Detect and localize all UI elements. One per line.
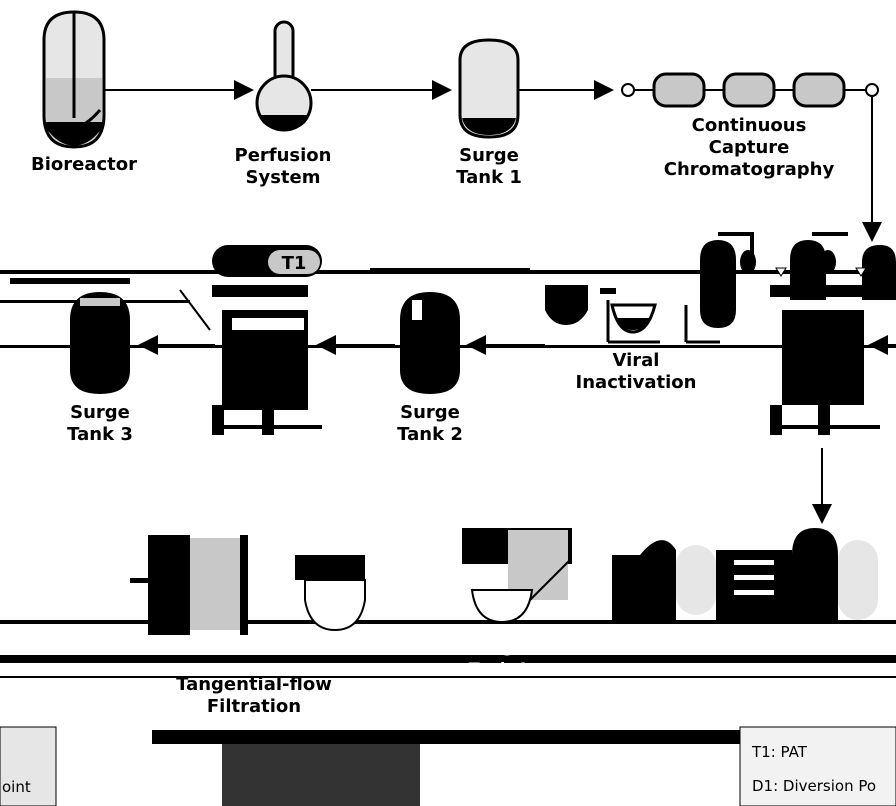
footer-dark-block — [222, 744, 420, 806]
legend-t1: T1: PAT — [751, 743, 808, 761]
surge-tank-4-label-line2: Tank 4 — [469, 659, 527, 678]
row3-glitch-band — [0, 620, 896, 678]
legend-d1: D1: Diversion Po — [752, 777, 876, 795]
surge-tank-1-icon — [458, 38, 520, 139]
bioreactor-label: Bioreactor — [31, 154, 137, 175]
viral-inactivation-icon — [545, 285, 720, 344]
t1-badge-label: T1 — [282, 253, 307, 274]
viral-filtration-label: Viral Filtration — [708, 637, 839, 656]
viral-filtration-icon — [612, 528, 878, 622]
viral-inactivation-label-line2: Inactivation — [576, 372, 697, 393]
tff-unit-icon — [130, 535, 366, 635]
surge-tank-3-icon — [70, 292, 130, 394]
tff-label-line2: Filtration — [207, 696, 301, 717]
bioreactor-icon — [42, 10, 106, 149]
chromatography-columns-icon — [621, 72, 879, 108]
perfusion-label-line2: System — [246, 167, 321, 188]
viral-inactivation-label-line1: Viral — [613, 350, 660, 371]
legend-box — [739, 726, 896, 806]
chromatography-label-line2: Capture — [709, 137, 790, 158]
surge-tank-2-label-line2: Tank 2 — [397, 424, 463, 445]
t1-pat-badge — [212, 245, 322, 277]
surge-tank-2-icon — [400, 292, 460, 394]
row2-filter-unit — [179, 285, 322, 435]
chromatography-label-line3: Chromatography — [664, 159, 835, 180]
perfusion-label-line1: Perfusion — [235, 145, 332, 166]
left-legend-box — [0, 726, 57, 806]
footer-bar — [152, 730, 752, 744]
polishing-columns-icon — [700, 232, 896, 435]
tff-label-line1: Tangential-flow — [176, 674, 332, 695]
surge-tank-3-label-line1: Surge — [70, 402, 130, 423]
surge-tank-4-label-line1: Surge — [471, 637, 524, 656]
surge-tank-1-label-line2: Tank 1 — [456, 167, 522, 188]
surge-tank-1-label-line1: Surge — [459, 145, 519, 166]
left-legend-text: oint — [2, 778, 31, 796]
chromatography-label-line1: Continuous — [692, 115, 807, 136]
perfusion-system-icon — [255, 20, 313, 132]
surge-tank-4-icon — [462, 528, 572, 624]
surge-tank-2-label-line1: Surge — [400, 402, 460, 423]
surge-tank-3-label-line2: Tank 3 — [67, 424, 133, 445]
